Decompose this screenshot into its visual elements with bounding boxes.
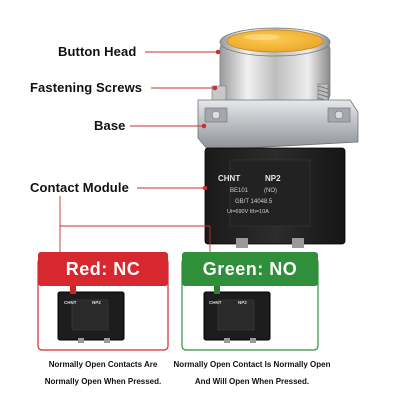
nc-caption-line2: Normally Open When Pressed. [44,377,162,386]
label-base: Base [94,118,126,133]
no-caption: Normally Open Contact Is Normally Open A… [172,356,332,390]
model-marking: NP2 [265,174,281,183]
badge-green-no: Green: NO [182,252,318,286]
leader-lines [59,49,221,260]
no-model-marking: NP2 [238,300,247,305]
label-contact-module: Contact Module [30,180,129,195]
no-caption-line2: And Will Open When Pressed. [194,377,310,386]
nc-caption-line1: Normally Open Contacts Are [48,360,158,369]
base [197,99,359,151]
no-caption-line1: Normally Open Contact Is Normally Open [173,360,331,369]
no-brand-marking: CHNT [209,300,222,305]
label-button-head: Button Head [58,44,137,59]
button-head [219,27,331,105]
nc-contact-block: CHNT NP2 [57,286,125,343]
nc-model-marking: NP2 [92,300,101,305]
part-number-marking: BE101 [230,188,249,194]
standard-marking: GB/T 14048.5 [235,199,273,205]
nc-brand-marking: CHNT [64,300,77,305]
brand-marking: CHNT [218,174,240,183]
badge-red-nc: Red: NC [38,252,168,286]
rating-marking: Ui=690V Ith=10A [227,209,269,215]
label-fastening-screws: Fastening Screws [30,80,143,95]
contact-type-marking: (NO) [264,188,277,194]
contact-module: CHNT NP2 BE101 (NO) GB/T 14048.5 Ui=690V… [204,147,346,248]
nc-caption: Normally Open Contacts Are Normally Open… [28,356,178,390]
no-contact-block: CHNT NP2 [203,286,271,343]
